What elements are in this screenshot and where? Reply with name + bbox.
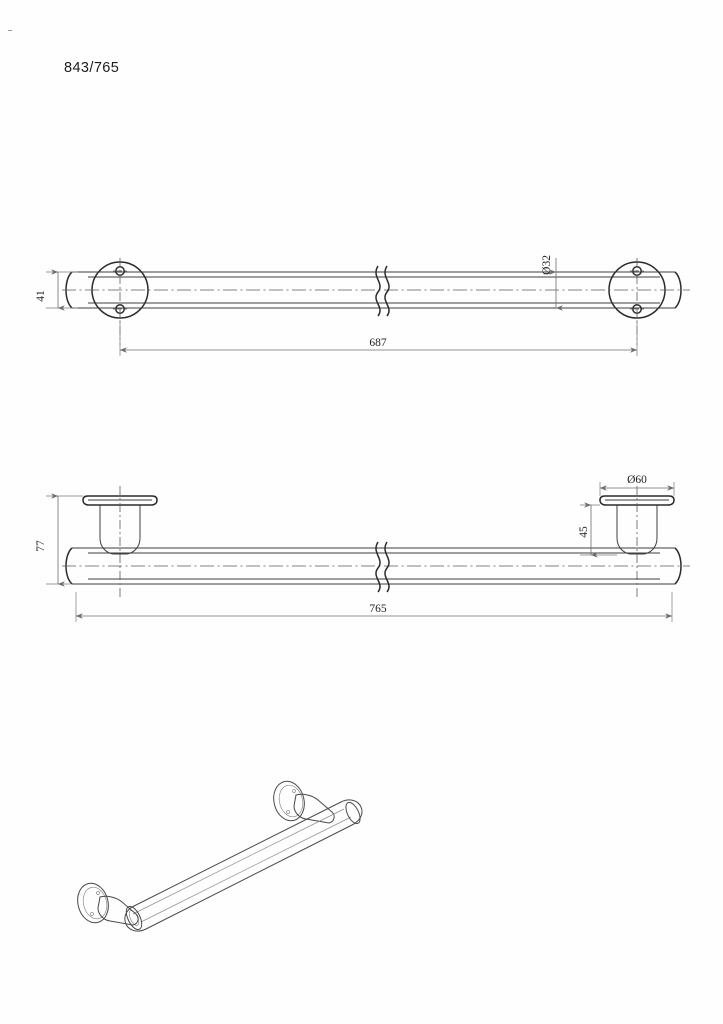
- elev-left-post: [99, 505, 141, 555]
- iso-round-bar: [124, 799, 363, 932]
- dimension-diameter-32-label: Ø32: [541, 255, 553, 275]
- dimension-41: 41: [35, 269, 78, 311]
- dimension-77: 77: [35, 493, 83, 587]
- iso-post-right: [293, 793, 335, 824]
- dimension-diameter-60-label: Ø60: [627, 474, 647, 486]
- dimension-45-label: 45: [578, 526, 590, 538]
- dimension-41-label: 41: [35, 290, 47, 302]
- plan-tube-body: [72, 271, 675, 309]
- plan-right-end-cap: [669, 271, 682, 309]
- dimension-45: 45: [578, 502, 617, 558]
- iso-wall-rose-left: [77, 882, 109, 924]
- sheet-corner-mark: [8, 30, 12, 31]
- elev-break-symbol: [375, 541, 390, 593]
- elev-right-post: [616, 505, 658, 555]
- elev-tube-body: [72, 547, 675, 585]
- iso-wall-rose-right: [273, 780, 305, 822]
- dimension-77-label: 77: [35, 540, 47, 552]
- dimension-diameter-32: Ø32: [541, 255, 563, 311]
- dimension-687-label: 687: [369, 337, 387, 349]
- dimension-687: 687: [119, 320, 638, 356]
- iso-post-left: [97, 895, 139, 926]
- plan-break-symbol: [375, 265, 390, 317]
- elev-right-end-cap: [669, 547, 682, 585]
- dimension-765: 765: [75, 592, 673, 622]
- page-title: 843/765: [64, 60, 120, 76]
- iso-bar-end-cap: [125, 905, 143, 931]
- dimension-diameter-60: Ø60: [599, 474, 675, 496]
- dimension-765-label: 765: [369, 603, 387, 615]
